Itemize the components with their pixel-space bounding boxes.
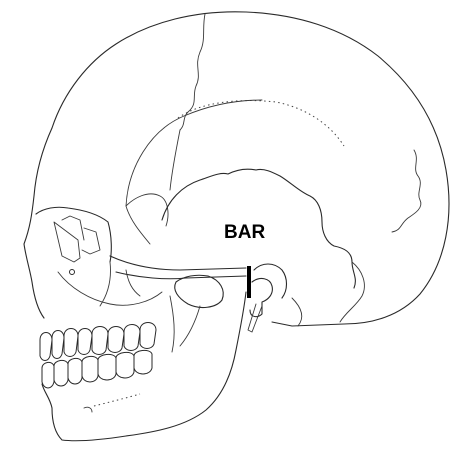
mastoid-region xyxy=(292,298,302,326)
occipital-line xyxy=(340,262,364,322)
mandibular-condyle xyxy=(250,279,272,317)
infraorbital-foramen xyxy=(70,270,75,275)
squamous-suture xyxy=(126,100,262,206)
temporal-line xyxy=(178,101,344,146)
ramus-front xyxy=(170,296,174,352)
zygomatic-arch-lower xyxy=(116,272,246,279)
orbit-floor xyxy=(82,228,100,254)
zygomatic-arch-upper xyxy=(110,256,246,270)
glenoid-fossa xyxy=(254,264,287,298)
mental-foramen xyxy=(84,407,92,412)
styloid-process xyxy=(248,304,262,332)
zygomatic-bone xyxy=(100,262,140,306)
sphenoid-line xyxy=(126,194,168,244)
nasal-maxilla-front xyxy=(24,244,44,318)
articular-eminence xyxy=(175,275,223,307)
parietal-lower-line xyxy=(170,130,180,190)
lambdoid-suture xyxy=(392,150,421,232)
coronoid-process xyxy=(180,306,200,346)
frontal-face-line xyxy=(24,128,52,244)
orbit-inner xyxy=(54,216,84,262)
mental-line xyxy=(94,394,140,406)
orbit-outline xyxy=(36,207,111,262)
bar-label: BAR xyxy=(224,222,265,243)
